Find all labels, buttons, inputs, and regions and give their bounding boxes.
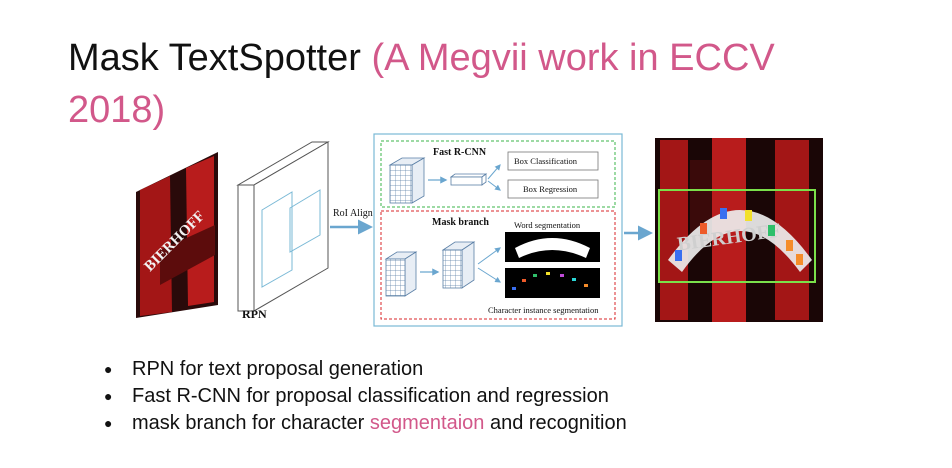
bullet-text-post: and recognition bbox=[484, 412, 627, 434]
input-image: BIERHOFF bbox=[136, 152, 218, 318]
fast-rcnn-fc bbox=[449, 173, 488, 186]
bullet-text: Fast R-CNN for proposal classification a… bbox=[132, 385, 609, 407]
fast-rcnn-label: Fast R-CNN bbox=[433, 147, 487, 158]
box-classification-box bbox=[507, 151, 599, 171]
roi-align-label: RoI Align bbox=[333, 208, 373, 219]
box-regression-label: Box Regression bbox=[523, 184, 578, 194]
character-segmentation-map bbox=[505, 268, 600, 298]
output-image: BIERHOFF bbox=[655, 138, 823, 322]
fast-rcnn-box bbox=[380, 140, 616, 208]
rpn-block bbox=[236, 141, 330, 312]
mask-branch-box bbox=[380, 210, 616, 320]
detection-box bbox=[658, 189, 816, 283]
title-main: Mask TextSpotter bbox=[68, 37, 372, 79]
mask-feature-map-1 bbox=[384, 251, 418, 297]
bullet-text: RPN for text proposal generation bbox=[132, 358, 424, 380]
title-accent-line1: (A Megvii work in ECCV bbox=[371, 37, 775, 79]
bullet-text-accent: segmentaion bbox=[369, 412, 485, 434]
fast-rcnn-feature-map bbox=[388, 157, 426, 204]
bullet-item: ● RPN for text proposal generation bbox=[104, 358, 424, 380]
rpn-label: RPN bbox=[242, 307, 267, 321]
bullet-item: ● mask branch for character segmentaion … bbox=[104, 412, 627, 434]
char-segmentation-label: Character instance segmentation bbox=[488, 305, 599, 315]
title-accent-line2: 2018) bbox=[68, 89, 166, 131]
word-segmentation-map bbox=[505, 232, 600, 262]
bullet-item: ● Fast R-CNN for proposal classification… bbox=[104, 385, 609, 407]
slide-title: Mask TextSpotter (A Megvii work in ECCV … bbox=[68, 32, 868, 136]
heads-outer-box bbox=[373, 133, 623, 327]
box-regression-box bbox=[507, 179, 599, 199]
box-classification-label: Box Classification bbox=[514, 156, 578, 166]
word-segmentation-label: Word segmentation bbox=[514, 220, 581, 230]
mask-branch-label: Mask branch bbox=[432, 217, 489, 228]
mask-feature-map-2 bbox=[441, 241, 476, 289]
bullet-text-pre: mask branch for character bbox=[132, 412, 370, 434]
bullet-list: ● RPN for text proposal generation ● Fas… bbox=[100, 356, 627, 437]
